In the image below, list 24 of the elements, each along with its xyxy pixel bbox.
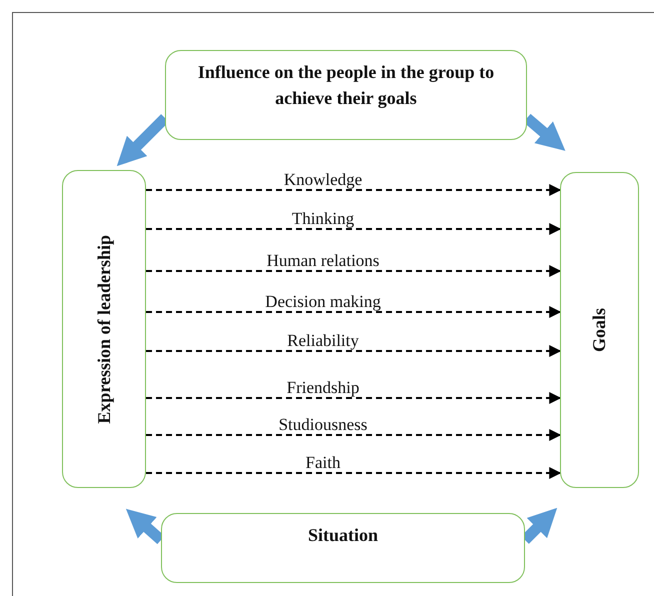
edge-label: Decision making — [265, 293, 381, 310]
edge-label: Studiousness — [278, 416, 368, 433]
edge-label: Friendship — [286, 379, 360, 396]
rounded-box — [560, 172, 639, 488]
rounded-box — [161, 513, 525, 583]
dashed-arrow — [146, 392, 562, 404]
dashed-arrow — [146, 429, 562, 441]
box-label: Expression of leadership — [92, 234, 115, 424]
dashed-arrow — [146, 223, 562, 235]
dashed-arrow — [146, 184, 562, 196]
rounded-box — [62, 170, 146, 488]
edge-label: Reliability — [287, 332, 359, 349]
box-label: Situation — [308, 524, 378, 547]
edge-label: Knowledge — [284, 171, 362, 188]
edge-label: Thinking — [292, 210, 354, 227]
box-label: Goals — [588, 308, 610, 352]
dashed-arrow — [146, 345, 562, 357]
edge-label: Human relations — [266, 252, 380, 269]
rounded-box — [165, 50, 527, 140]
dashed-arrow — [146, 306, 562, 318]
dashed-arrow — [146, 265, 562, 277]
edge-label: Faith — [306, 454, 340, 471]
dashed-arrow — [146, 467, 562, 479]
box-label: Influence on the people in the group to achieve their goals — [196, 61, 496, 110]
